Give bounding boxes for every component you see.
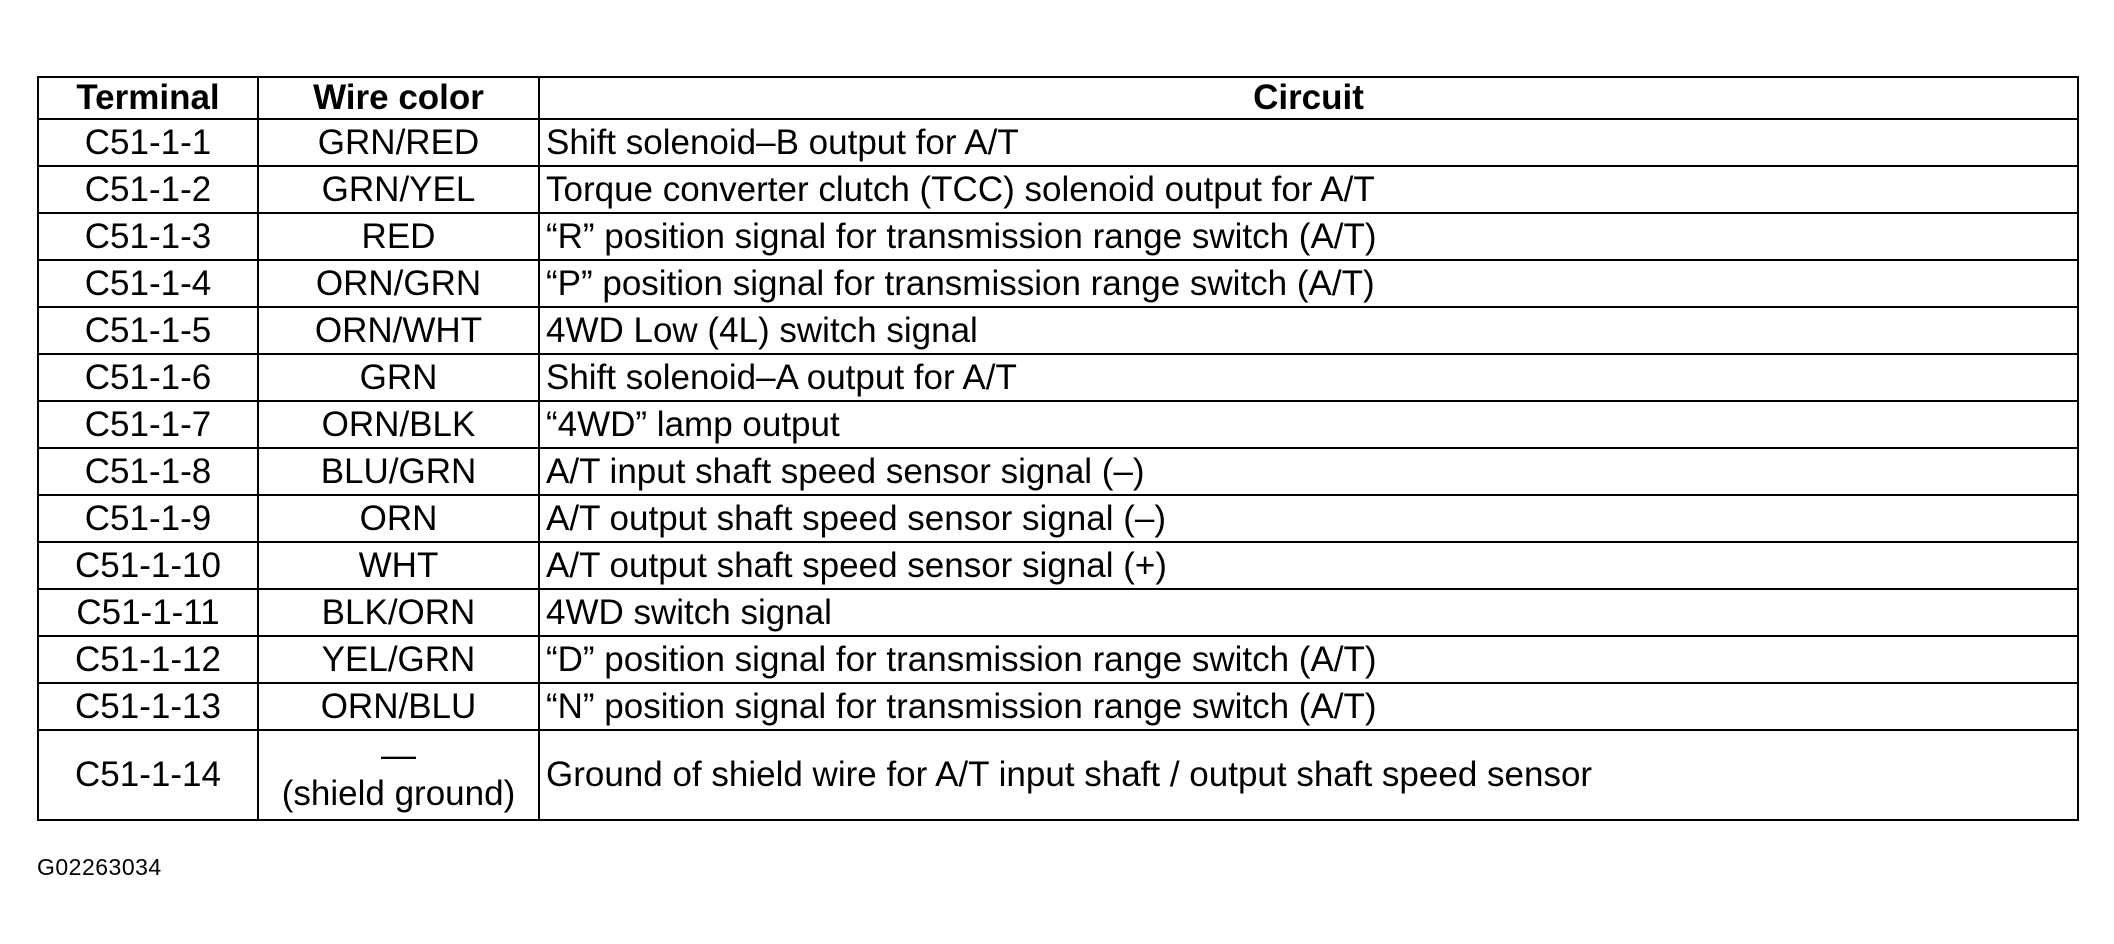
table-row: C51-1-12 YEL/GRN “D” position signal for… — [37, 635, 2079, 684]
table-row: C51-1-6 GRN Shift solenoid–A output for … — [37, 353, 2079, 402]
circuit-cell: Ground of shield wire for A/T input shaf… — [538, 729, 2079, 821]
circuit-cell: “4WD” lamp output — [538, 400, 2079, 449]
terminal-cell: C51-1-6 — [37, 353, 259, 402]
terminal-cell: C51-1-3 — [37, 212, 259, 261]
terminal-cell: C51-1-4 — [37, 259, 259, 308]
circuit-cell: A/T output shaft speed sensor signal (–) — [538, 494, 2079, 543]
wire-color-cell: ORN/WHT — [257, 306, 540, 355]
table-row: C51-1-5 ORN/WHT 4WD Low (4L) switch sign… — [37, 306, 2079, 355]
header-row: Terminal Wire color Circuit — [37, 76, 2079, 120]
wire-shield-ground: (shield ground) — [281, 774, 516, 813]
wire-color-cell: BLU/GRN — [257, 447, 540, 496]
terminal-cell: C51-1-2 — [37, 165, 259, 214]
wire-color-cell: GRN/YEL — [257, 165, 540, 214]
table-row: C51-1-13 ORN/BLU “N” position signal for… — [37, 682, 2079, 731]
circuit-cell: “D” position signal for transmission ran… — [538, 635, 2079, 684]
terminal-cell: C51-1-11 — [37, 588, 259, 637]
wire-color-cell: ORN/GRN — [257, 259, 540, 308]
wire-color-cell: ORN/BLU — [257, 682, 540, 731]
wire-color-cell: BLK/ORN — [257, 588, 540, 637]
terminal-cell: C51-1-14 — [37, 729, 259, 821]
terminal-cell: C51-1-13 — [37, 682, 259, 731]
terminal-cell: C51-1-1 — [37, 118, 259, 167]
table-row: C51-1-1 GRN/RED Shift solenoid–B output … — [37, 118, 2079, 167]
circuit-cell: A/T input shaft speed sensor signal (–) — [538, 447, 2079, 496]
circuit-cell: Shift solenoid–A output for A/T — [538, 353, 2079, 402]
header-terminal: Terminal — [37, 76, 259, 120]
wire-color-cell: GRN — [257, 353, 540, 402]
table-row: C51-1-2 GRN/YEL Torque converter clutch … — [37, 165, 2079, 214]
wire-dash: — — [381, 736, 416, 775]
table-row: C51-1-11 BLK/ORN 4WD switch signal — [37, 588, 2079, 637]
table-row: C51-1-9 ORN A/T output shaft speed senso… — [37, 494, 2079, 543]
table-row-shield-ground: C51-1-14 — (shield ground) Ground of shi… — [37, 729, 2079, 821]
wire-color-cell: ORN/BLK — [257, 400, 540, 449]
wire-color-cell: — (shield ground) — [257, 729, 540, 821]
terminal-cell: C51-1-10 — [37, 541, 259, 590]
circuit-cell: “N” position signal for transmission ran… — [538, 682, 2079, 731]
wire-table-container: Terminal Wire color Circuit C51-1-1 GRN/… — [37, 76, 2079, 821]
circuit-cell: 4WD Low (4L) switch signal — [538, 306, 2079, 355]
figure-id: G02263034 — [37, 854, 162, 880]
wire-color-cell: ORN — [257, 494, 540, 543]
terminal-cell: C51-1-9 — [37, 494, 259, 543]
header-circuit: Circuit — [538, 76, 2079, 120]
terminal-cell: C51-1-5 — [37, 306, 259, 355]
circuit-cell: Torque converter clutch (TCC) solenoid o… — [538, 165, 2079, 214]
terminal-cell: C51-1-12 — [37, 635, 259, 684]
header-wire-color: Wire color — [257, 76, 540, 120]
circuit-cell: “R” position signal for transmission ran… — [538, 212, 2079, 261]
table-row: C51-1-3 RED “R” position signal for tran… — [37, 212, 2079, 261]
terminal-cell: C51-1-7 — [37, 400, 259, 449]
circuit-cell: Shift solenoid–B output for A/T — [538, 118, 2079, 167]
table-row: C51-1-7 ORN/BLK “4WD” lamp output — [37, 400, 2079, 449]
table-row: C51-1-4 ORN/GRN “P” position signal for … — [37, 259, 2079, 308]
wire-color-cell: RED — [257, 212, 540, 261]
circuit-cell: A/T output shaft speed sensor signal (+) — [538, 541, 2079, 590]
wire-color-cell: GRN/RED — [257, 118, 540, 167]
circuit-cell: “P” position signal for transmission ran… — [538, 259, 2079, 308]
terminal-wire-table: Terminal Wire color Circuit C51-1-1 GRN/… — [37, 76, 2079, 821]
table-row: C51-1-10 WHT A/T output shaft speed sens… — [37, 541, 2079, 590]
wire-color-cell: WHT — [257, 541, 540, 590]
table-row: C51-1-8 BLU/GRN A/T input shaft speed se… — [37, 447, 2079, 496]
terminal-cell: C51-1-8 — [37, 447, 259, 496]
circuit-cell: 4WD switch signal — [538, 588, 2079, 637]
wire-color-cell: YEL/GRN — [257, 635, 540, 684]
